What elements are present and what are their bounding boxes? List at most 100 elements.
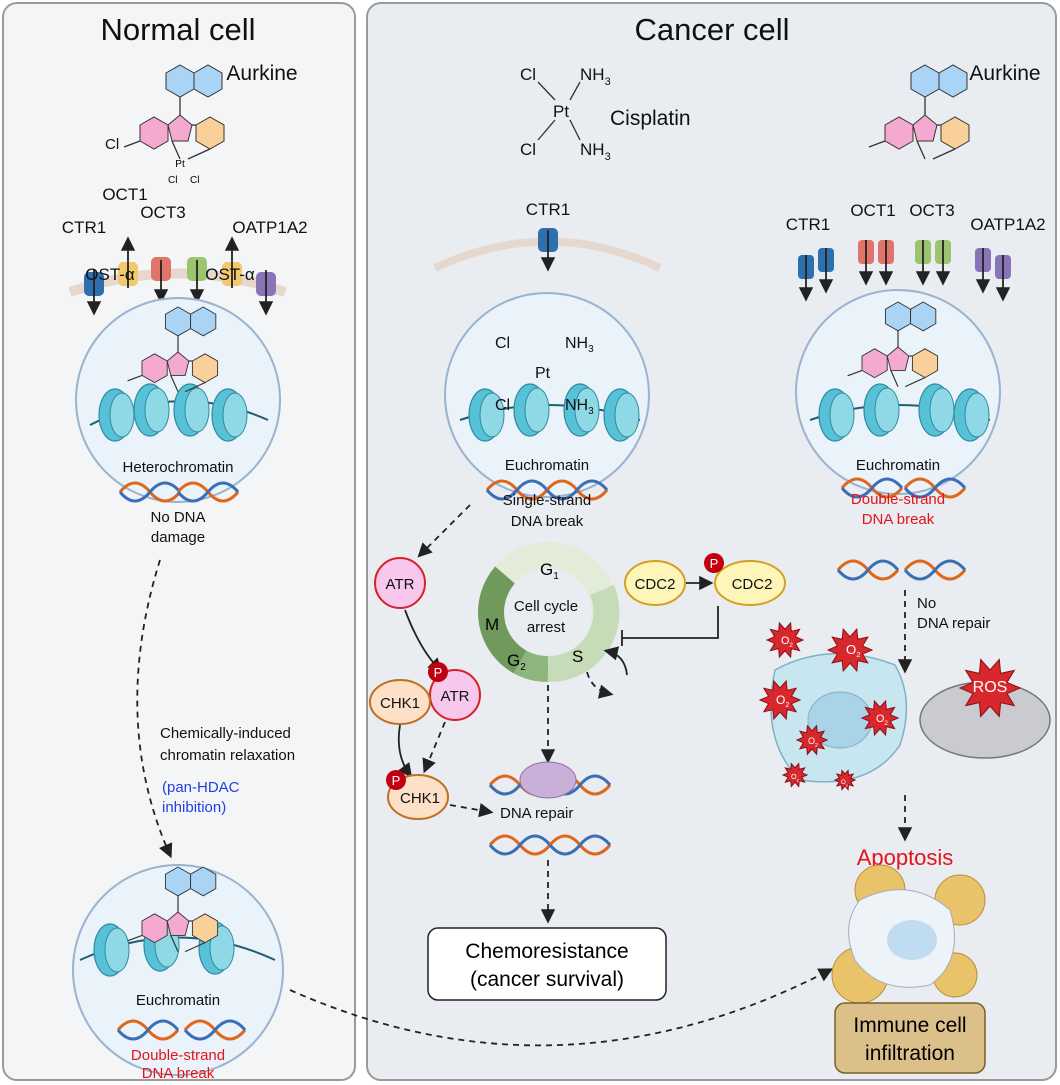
nucleus1-state: Heterochromatin — [123, 459, 234, 476]
nucleus-cisplatin — [444, 292, 650, 498]
svg-text:P: P — [710, 556, 719, 571]
chromatin-condensed — [89, 383, 269, 442]
transporters-left — [84, 236, 276, 316]
svg-text:Cl: Cl — [495, 335, 510, 352]
aurkine-label-right: Aurkine — [969, 62, 1040, 85]
aur-nucleus-line2: DNA break — [862, 511, 935, 528]
oxygen-label: O2 — [876, 713, 888, 727]
aur-nucleus-line1: Double-strand — [851, 491, 945, 508]
immune-infiltration-box — [834, 1002, 986, 1074]
transporters-right — [798, 240, 1011, 302]
nucleus1-line1: No DNA — [150, 509, 205, 526]
phosphate-icon — [704, 553, 724, 573]
transporter-ctr1-right: CTR1 — [786, 215, 830, 234]
relaxation-line2: chromatin relaxation — [160, 747, 295, 764]
cisplatin-molecule: Cl NH3 Pt Cl NH3 — [520, 65, 611, 163]
svg-text:Pt: Pt — [535, 365, 551, 382]
arrow-chk1-phos — [397, 724, 413, 778]
transporter-ctr1-cisplatin: CTR1 — [526, 200, 570, 219]
transporter-oct1-right: OCT1 — [850, 201, 895, 220]
arrow-atr-chk1 — [422, 721, 446, 774]
immune-line2: infiltration — [865, 1042, 955, 1065]
cisplatin-bound: Cl NH3 Pt Cl NH3 — [495, 335, 594, 417]
phase-g2: G2 — [507, 651, 526, 673]
cdc2-node — [624, 560, 686, 606]
ros-burst-icon — [781, 762, 809, 788]
chk1-label: CHK1 — [380, 695, 420, 712]
chromatin-relaxed-left — [79, 918, 276, 977]
svg-text:NH3: NH3 — [565, 335, 594, 355]
arrow-to-atr — [417, 504, 471, 558]
svg-text:Pt: Pt — [553, 102, 569, 121]
phase-g1: G1 — [540, 560, 559, 582]
nucleus2-line1: Double-strand — [131, 1047, 225, 1064]
phase-m: M — [485, 615, 499, 634]
oxygen-label: O2 — [781, 635, 793, 649]
arrow-chk1-repair — [449, 803, 494, 818]
arrow-s-resume — [603, 646, 628, 676]
p-atr-node — [429, 669, 481, 721]
p-atr-label: ATR — [441, 688, 470, 705]
chromatin-cisplatin — [459, 383, 641, 442]
aurkine-label-left: Aurkine — [226, 62, 297, 85]
nucleus2-state: Euchromatin — [136, 992, 220, 1009]
hdac-note-line2: inhibition) — [162, 799, 226, 816]
dna-repair-label: DNA repair — [500, 805, 573, 822]
ros-burst-icon — [860, 699, 900, 737]
inhibition-cdc2 — [621, 606, 719, 646]
ros-burst-icon — [958, 658, 1022, 718]
cisplatin-label: Cisplatin — [610, 107, 691, 130]
oxygen-label: O2 — [776, 693, 789, 709]
transporter-oct3-left: OCT3 — [140, 203, 185, 222]
p-chk1-label: CHK1 — [400, 790, 440, 807]
transporter-ost-alpha-1: OST-α — [85, 265, 135, 284]
ros-burst-icon — [795, 724, 829, 756]
transporter-oct3-right: OCT3 — [909, 201, 954, 220]
normal-cell-title: Normal cell — [100, 12, 255, 47]
chemoresistance-line2: (cancer survival) — [470, 968, 624, 991]
ros-burst-large — [958, 658, 1022, 718]
svg-text:Cl: Cl — [105, 136, 119, 153]
transporter-ctr1-left: CTR1 — [62, 218, 106, 237]
cycle-center-1: Cell cycle — [514, 598, 578, 615]
cancer-cell-title: Cancer cell — [634, 12, 789, 47]
svg-text:Cl: Cl — [495, 397, 510, 414]
chemoresistance-box — [427, 927, 667, 1001]
chk1-node — [369, 679, 431, 725]
cycle-center-2: arrest — [527, 619, 566, 636]
arrow-s-exit — [586, 671, 614, 699]
nucleus1-line2: damage — [151, 529, 205, 546]
svg-text:Cl: Cl — [520, 65, 536, 84]
cis-nucleus-state: Euchromatin — [505, 457, 589, 474]
relaxation-line1: Chemically-induced — [160, 725, 291, 742]
svg-text:P: P — [434, 665, 443, 680]
phosphate-icon — [386, 770, 406, 790]
oxygen-label: O2 — [841, 780, 848, 788]
no-repair-line2: DNA repair — [917, 615, 990, 632]
svg-text:NH3: NH3 — [565, 397, 594, 417]
no-repair-line1: No — [917, 595, 936, 612]
transporter-oatp1a2-right: OATP1A2 — [970, 215, 1045, 234]
p-cdc2-node — [714, 560, 786, 606]
oxygen-label: O2 — [791, 772, 800, 783]
arrow-relaxation — [136, 559, 173, 859]
p-cdc2-label: CDC2 — [732, 576, 773, 593]
dna-repair-complex — [488, 761, 612, 856]
atr-node — [374, 557, 426, 609]
phase-s: S — [572, 647, 583, 666]
transporter-oct1-left: OCT1 — [102, 185, 147, 204]
oxygen-label: O2 — [808, 736, 818, 749]
svg-text:Cl: Cl — [190, 175, 199, 186]
svg-text:P: P — [392, 773, 401, 788]
chemoresistance-line1: Chemoresistance — [465, 940, 628, 963]
transporter-ost-alpha-2: OST-α — [205, 265, 255, 284]
svg-text:Cl: Cl — [520, 140, 536, 159]
transporter-oatp1a2-left: OATP1A2 — [232, 218, 307, 237]
cis-nucleus-line1: Single-strand — [503, 492, 591, 509]
nucleus2-line2: DNA break — [142, 1065, 215, 1082]
svg-text:Cl: Cl — [168, 175, 177, 186]
immune-line1: Immune cell — [853, 1014, 966, 1037]
